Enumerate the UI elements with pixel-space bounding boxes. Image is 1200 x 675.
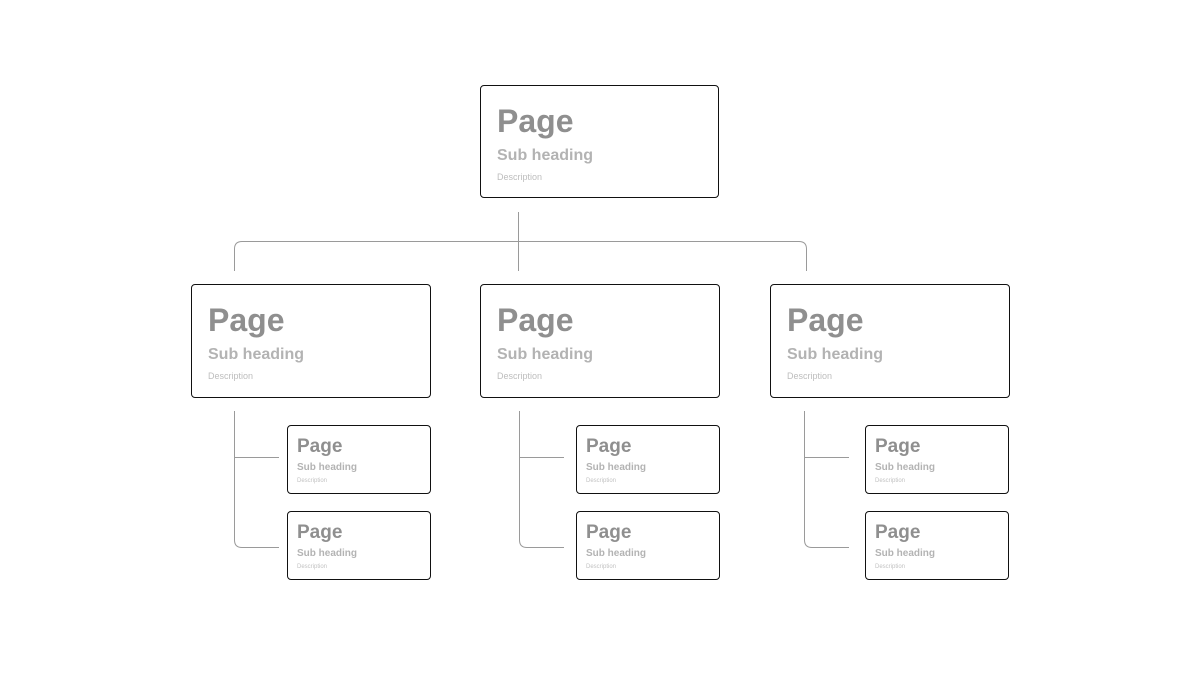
- child-page-card[interactable]: Page Sub heading Description: [865, 425, 1009, 494]
- page-subheading: Sub heading: [586, 548, 646, 559]
- page-title: Page: [297, 436, 343, 457]
- page-subheading: Sub heading: [297, 462, 357, 473]
- page-description: Description: [497, 172, 543, 182]
- child-page-card[interactable]: Page Sub heading Description: [576, 425, 720, 494]
- page-title: Page: [586, 522, 632, 543]
- page-subheading: Sub heading: [497, 147, 593, 164]
- page-title: Page: [297, 522, 343, 543]
- page-title: Page: [787, 302, 864, 338]
- page-title: Page: [875, 522, 921, 543]
- page-title: Page: [497, 103, 574, 139]
- branch-1-child-connector: [234, 411, 279, 548]
- page-description: Description: [297, 564, 328, 570]
- page-description: Description: [875, 564, 906, 570]
- page-subheading: Sub heading: [875, 548, 935, 559]
- page-description: Description: [875, 478, 906, 484]
- page-title: Page: [586, 436, 632, 457]
- branch-bus-line: [234, 241, 807, 271]
- page-subheading: Sub heading: [875, 462, 935, 473]
- page-subheading: Sub heading: [586, 462, 646, 473]
- page-title: Page: [875, 436, 921, 457]
- page-title: Page: [497, 302, 574, 338]
- child-page-card[interactable]: Page Sub heading Description: [287, 511, 431, 580]
- page-title: Page: [208, 302, 285, 338]
- page-subheading: Sub heading: [497, 346, 593, 363]
- branch-page-card[interactable]: Page Sub heading Description: [191, 284, 431, 398]
- page-description: Description: [497, 371, 543, 381]
- page-description: Description: [787, 371, 833, 381]
- page-subheading: Sub heading: [787, 346, 883, 363]
- root-page-card[interactable]: Page Sub heading Description: [480, 85, 719, 198]
- branch-2-child-connector: [519, 411, 564, 548]
- page-subheading: Sub heading: [208, 346, 304, 363]
- page-description: Description: [208, 371, 254, 381]
- child-page-card[interactable]: Page Sub heading Description: [576, 511, 720, 580]
- branch-3-child-connector: [804, 411, 849, 548]
- page-description: Description: [586, 478, 617, 484]
- page-description: Description: [297, 478, 328, 484]
- child-page-card[interactable]: Page Sub heading Description: [865, 511, 1009, 580]
- branch-page-card[interactable]: Page Sub heading Description: [480, 284, 720, 398]
- child-page-card[interactable]: Page Sub heading Description: [287, 425, 431, 494]
- page-subheading: Sub heading: [297, 548, 357, 559]
- page-description: Description: [586, 564, 617, 570]
- branch-page-card[interactable]: Page Sub heading Description: [770, 284, 1010, 398]
